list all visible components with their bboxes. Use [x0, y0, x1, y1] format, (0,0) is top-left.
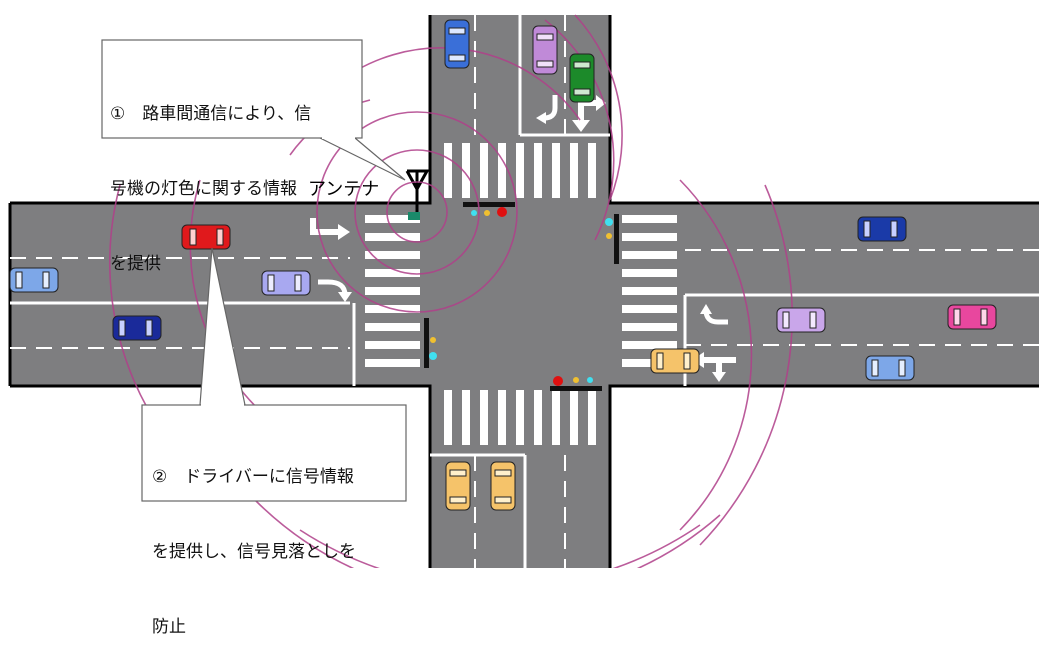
callout-two-line-1: ② ドライバーに信号情報: [152, 467, 354, 487]
vehicles: [9, 19, 997, 511]
signal-west: [424, 318, 437, 368]
car-violet-east: [776, 307, 826, 333]
car-pink: [947, 304, 997, 330]
arrow-north-left-turn: [536, 95, 558, 124]
crosswalk-south: [444, 390, 596, 445]
arrow-west-right-turn: [318, 279, 352, 302]
callout-two-line-3: 防止: [152, 617, 186, 637]
arrow-north-straight-right: [572, 95, 606, 132]
callout-two-box: [141, 247, 407, 502]
car-navy-east: [857, 216, 907, 242]
arrow-west-straight-left: [310, 218, 350, 240]
callout-one-line-1: ① 路車間通信により、信: [110, 104, 312, 124]
signal-north: [463, 202, 515, 217]
antenna-label: アンテナ: [308, 179, 380, 200]
car-green: [569, 53, 595, 103]
car-yellow-east: [650, 348, 700, 374]
traffic-signals: [424, 202, 619, 391]
arrow-east-left-turn: [700, 304, 728, 325]
callout-two-line-2: を提供し、信号見落としを: [152, 542, 356, 562]
car-violet: [532, 25, 558, 75]
antenna-icon: [405, 169, 430, 220]
callout-one-box: [101, 39, 406, 181]
car-yellow-south-1: [445, 461, 471, 511]
curb-lines: [8, 15, 1039, 568]
signal-south: [550, 376, 602, 391]
callout-one-line-2: 号機の灯色に関する情報: [110, 179, 297, 199]
callout-one-text: ① 路車間通信により、信 号機の灯色に関する情報 を提供: [110, 52, 360, 302]
car-blue: [444, 19, 470, 69]
car-light-blue-east: [865, 355, 915, 381]
signal-east: [605, 214, 619, 264]
car-red: [181, 224, 231, 250]
radio-waves: [109, 14, 793, 568]
callout-one-line-3: を提供: [110, 254, 161, 274]
crosswalk-west: [365, 215, 420, 367]
road-arrows: [310, 95, 736, 382]
car-navy: [112, 315, 162, 341]
callout-two-text: ② ドライバーに信号情報 を提供し、信号見落としを 防止: [152, 415, 404, 665]
car-yellow-south-2: [490, 461, 516, 511]
crosswalk-north: [444, 143, 596, 198]
intersection-diagram: [8, 14, 1039, 568]
car-light-blue: [9, 267, 59, 293]
car-lavender: [261, 270, 311, 296]
crosswalk-east: [622, 215, 677, 367]
